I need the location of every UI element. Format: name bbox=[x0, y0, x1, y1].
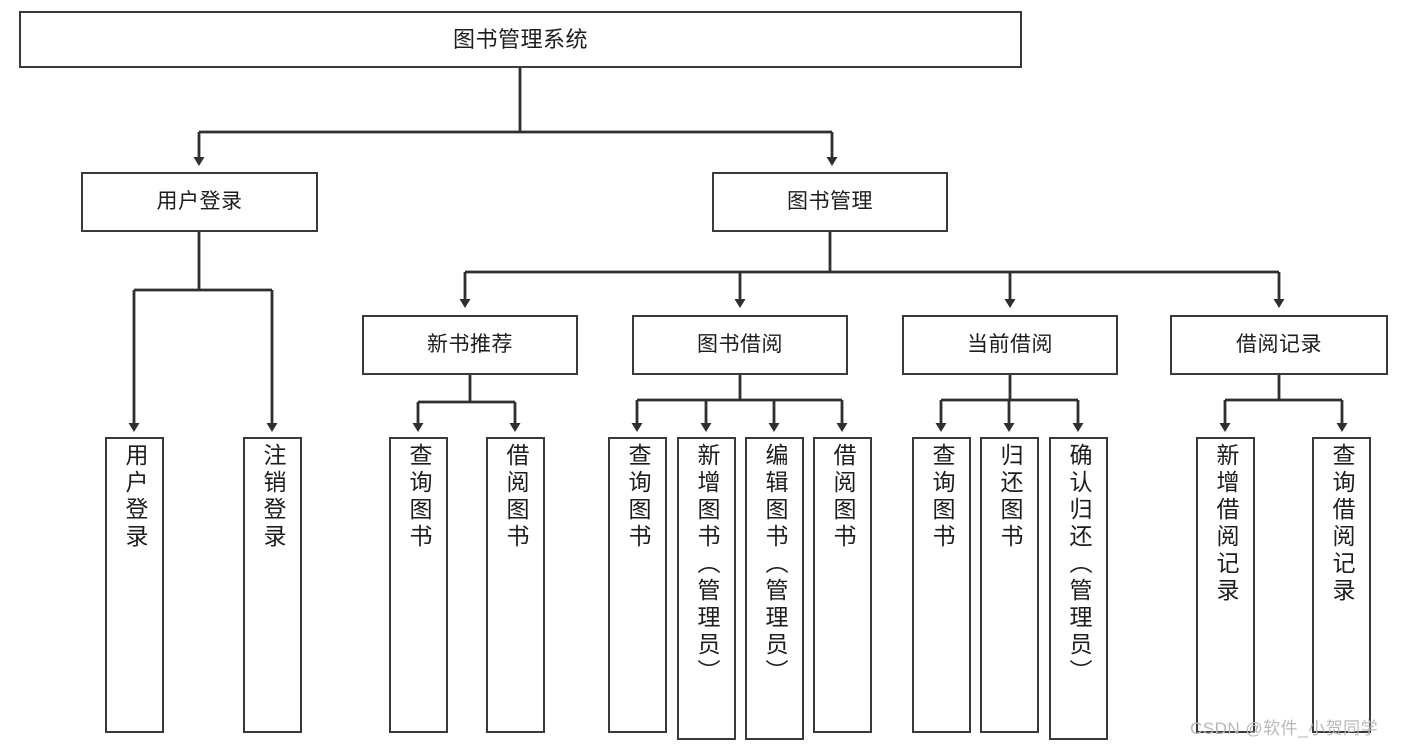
node-leaf-borrow-book-1-label: 借阅图书 bbox=[503, 443, 529, 551]
node-leaf-confirm-return[interactable]: 确认归还（管理员） bbox=[1049, 437, 1108, 740]
node-user-login[interactable]: 用户登录 bbox=[81, 172, 318, 232]
node-leaf-borrow-book-1[interactable]: 借阅图书 bbox=[486, 437, 545, 733]
node-leaf-query-record-label: 查询借阅记录 bbox=[1329, 443, 1355, 605]
node-leaf-add-record[interactable]: 新增借阅记录 bbox=[1196, 437, 1255, 733]
node-leaf-add-book[interactable]: 新增图书（管理员） bbox=[677, 437, 736, 740]
node-leaf-user-login-label: 用户登录 bbox=[122, 443, 148, 551]
node-leaf-edit-book[interactable]: 编辑图书（管理员） bbox=[745, 437, 804, 740]
node-leaf-query-book-3[interactable]: 查询图书 bbox=[912, 437, 971, 733]
node-current-borrow[interactable]: 当前借阅 bbox=[902, 315, 1118, 375]
node-leaf-query-book-1[interactable]: 查询图书 bbox=[389, 437, 448, 733]
node-borrow-record-label: 借阅记录 bbox=[1236, 332, 1322, 356]
node-leaf-edit-book-label: 编辑图书（管理员） bbox=[762, 443, 788, 686]
node-new-book-recommend-label: 新书推荐 bbox=[427, 332, 513, 356]
node-user-login-label: 用户登录 bbox=[156, 189, 243, 213]
node-leaf-query-book-3-label: 查询图书 bbox=[929, 443, 955, 551]
node-root[interactable]: 图书管理系统 bbox=[19, 11, 1022, 68]
node-leaf-add-record-label: 新增借阅记录 bbox=[1213, 443, 1239, 605]
node-leaf-borrow-book-2[interactable]: 借阅图书 bbox=[813, 437, 872, 733]
node-leaf-user-login[interactable]: 用户登录 bbox=[105, 437, 164, 733]
node-new-book-recommend[interactable]: 新书推荐 bbox=[362, 315, 578, 375]
node-current-borrow-label: 当前借阅 bbox=[967, 332, 1053, 356]
node-book-borrow[interactable]: 图书借阅 bbox=[632, 315, 848, 375]
node-leaf-query-book-2-label: 查询图书 bbox=[625, 443, 651, 551]
node-leaf-confirm-return-label: 确认归还（管理员） bbox=[1066, 443, 1092, 686]
node-leaf-logout-login[interactable]: 注销登录 bbox=[243, 437, 302, 733]
node-leaf-return-book[interactable]: 归还图书 bbox=[980, 437, 1039, 733]
node-root-label: 图书管理系统 bbox=[452, 26, 588, 52]
node-leaf-return-book-label: 归还图书 bbox=[997, 443, 1023, 551]
node-leaf-query-book-2[interactable]: 查询图书 bbox=[608, 437, 667, 733]
node-book-manage-label: 图书管理 bbox=[787, 189, 873, 213]
node-leaf-query-book-1-label: 查询图书 bbox=[406, 443, 432, 551]
node-borrow-record[interactable]: 借阅记录 bbox=[1170, 315, 1388, 375]
node-book-borrow-label: 图书借阅 bbox=[697, 332, 783, 356]
node-book-manage[interactable]: 图书管理 bbox=[712, 172, 948, 232]
node-leaf-query-record[interactable]: 查询借阅记录 bbox=[1312, 437, 1371, 733]
node-leaf-borrow-book-2-label: 借阅图书 bbox=[830, 443, 856, 551]
node-leaf-logout-login-label: 注销登录 bbox=[260, 443, 286, 551]
node-leaf-add-book-label: 新增图书（管理员） bbox=[694, 443, 720, 686]
